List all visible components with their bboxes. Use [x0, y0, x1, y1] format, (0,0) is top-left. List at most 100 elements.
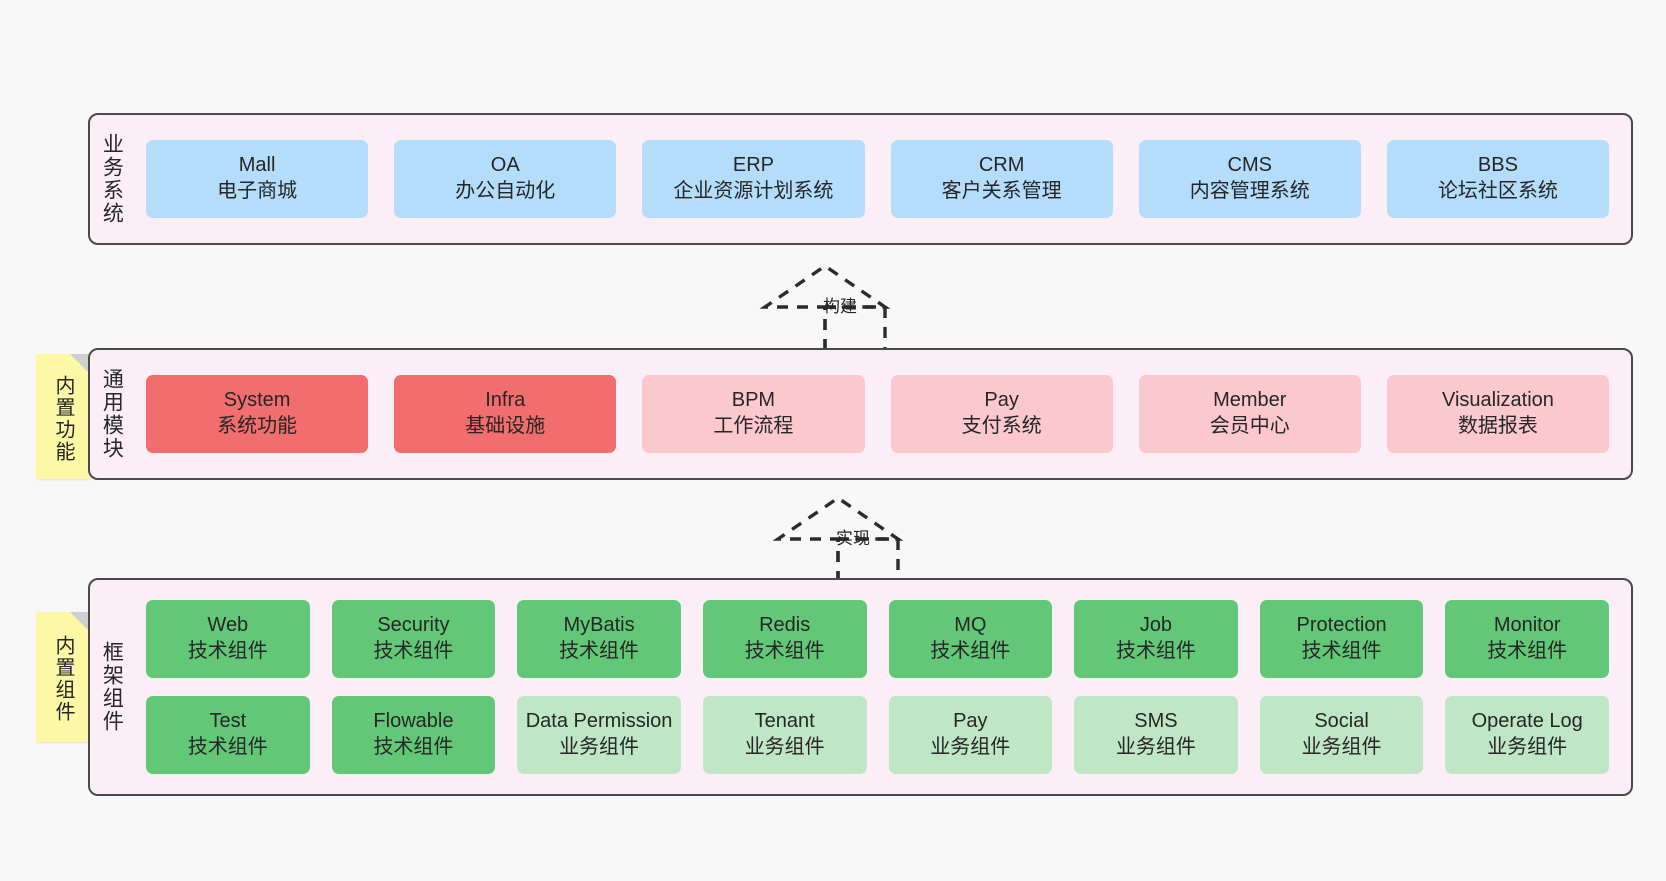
node-title: OA	[490, 154, 520, 177]
node-test[interactable]: Test 技术组件	[146, 696, 310, 774]
node-title: MQ	[954, 614, 987, 637]
layer-body-business-system: Mall 电子商城 OA 办公自动化 ERP 企业资源计划系统 CRM 客户关系…	[132, 115, 1631, 243]
node-title: Monitor	[1493, 614, 1561, 637]
node-subtitle: 业务组件	[1301, 736, 1382, 758]
layer-row: Mall 电子商城 OA 办公自动化 ERP 企业资源计划系统 CRM 客户关系…	[146, 140, 1610, 218]
note-label: 内置组件	[52, 635, 74, 723]
node-title: Protection	[1296, 614, 1387, 637]
node-subtitle: 技术组件	[373, 736, 454, 758]
node-protection[interactable]: Protection 技术组件	[1259, 600, 1424, 678]
layer-title-framework-component: 框架组件	[100, 641, 124, 733]
layer-title-common-module: 通用模块	[100, 368, 124, 460]
node-subtitle: 会员中心	[1209, 415, 1290, 437]
layer-body-framework-component: Web 技术组件 Security 技术组件 MyBatis 技术组件 Redi…	[132, 580, 1631, 794]
node-title: Infra	[485, 389, 526, 412]
node-web[interactable]: Web 技术组件	[146, 600, 310, 678]
node-subtitle: 工作流程	[713, 415, 794, 437]
connector-build-label: 构建	[823, 297, 857, 316]
node-subtitle: 业务组件	[744, 736, 825, 758]
node-title: Member	[1213, 389, 1287, 412]
node-title: Pay	[953, 710, 988, 733]
node-subtitle: 系统功能	[217, 415, 298, 437]
node-redis[interactable]: Redis 技术组件	[702, 600, 867, 678]
connector-implement-label: 实现	[836, 529, 870, 548]
node-title: CRM	[978, 154, 1025, 177]
layer-common-module: 通用模块 System 系统功能 Infra 基础设施 BPM 工作流程 Pay…	[88, 348, 1633, 480]
node-subtitle: 业务组件	[1115, 736, 1196, 758]
node-subtitle: 技术组件	[187, 640, 268, 662]
node-bpm[interactable]: BPM 工作流程	[642, 375, 865, 453]
node-infra[interactable]: Infra 基础设施	[394, 375, 617, 453]
layer-framework-component: 框架组件 Web 技术组件 Security 技术组件 MyBatis 技术组件…	[88, 578, 1633, 796]
node-title: ERP	[732, 154, 774, 177]
note-fold-icon	[70, 612, 90, 632]
note-builtin-feature: 内置功能	[36, 354, 90, 479]
layer-row: Test 技术组件 Flowable 技术组件 Data Permission …	[146, 696, 1609, 774]
note-label: 内置功能	[52, 374, 74, 463]
node-erp[interactable]: ERP 企业资源计划系统	[642, 140, 865, 218]
node-tenant[interactable]: Tenant 业务组件	[702, 696, 867, 774]
node-mybatis[interactable]: MyBatis 技术组件	[517, 600, 681, 678]
node-subtitle: 电子商城	[217, 180, 298, 202]
node-title: Test	[209, 710, 247, 733]
node-title: Security	[377, 614, 450, 637]
node-mall[interactable]: Mall 电子商城	[146, 140, 369, 218]
node-subtitle: 技术组件	[187, 736, 268, 758]
node-title: Social	[1314, 710, 1369, 733]
layer-business-system: 业务系统 Mall 电子商城 OA 办公自动化 ERP 企业资源计划系统 CRM…	[88, 113, 1633, 245]
node-subtitle: 技术组件	[373, 640, 454, 662]
node-title: CMS	[1227, 154, 1272, 177]
layer-title-business-system: 业务系统	[100, 133, 124, 225]
node-title: Web	[207, 614, 249, 637]
node-flowable[interactable]: Flowable 技术组件	[331, 696, 496, 774]
node-subtitle: 基础设施	[465, 415, 546, 437]
node-subtitle: 业务组件	[1487, 736, 1568, 758]
node-title: SMS	[1134, 710, 1178, 733]
node-bbs[interactable]: BBS 论坛社区系统	[1386, 140, 1610, 218]
node-title: Mall	[238, 154, 276, 177]
node-subtitle: 业务组件	[559, 736, 640, 758]
node-subtitle: 企业资源计划系统	[673, 180, 834, 202]
note-builtin-component: 内置组件	[36, 612, 90, 742]
node-oa[interactable]: OA 办公自动化	[394, 140, 617, 218]
node-subtitle: 技术组件	[930, 640, 1011, 662]
node-crm[interactable]: CRM 客户关系管理	[890, 140, 1113, 218]
node-title: System	[223, 389, 291, 412]
node-subtitle: 支付系统	[961, 415, 1042, 437]
node-mq[interactable]: MQ 技术组件	[888, 600, 1053, 678]
node-security[interactable]: Security 技术组件	[331, 600, 496, 678]
node-title: Job	[1139, 614, 1173, 637]
node-subtitle: 技术组件	[1115, 640, 1196, 662]
node-visualization[interactable]: Visualization 数据报表	[1386, 375, 1610, 453]
node-subtitle: 技术组件	[1487, 640, 1568, 662]
node-subtitle: 数据报表	[1457, 415, 1538, 437]
node-monitor[interactable]: Monitor 技术组件	[1445, 600, 1609, 678]
node-pay[interactable]: Pay 支付系统	[890, 375, 1113, 453]
node-title: Data Permission	[525, 710, 673, 733]
node-pay-biz[interactable]: Pay 业务组件	[888, 696, 1053, 774]
node-subtitle: 客户关系管理	[941, 180, 1062, 202]
node-title: BPM	[731, 389, 776, 412]
node-member[interactable]: Member 会员中心	[1138, 375, 1361, 453]
note-fold-icon	[70, 354, 90, 374]
node-data-permission[interactable]: Data Permission 业务组件	[517, 696, 681, 774]
node-subtitle: 内容管理系统	[1189, 180, 1310, 202]
layer-row: Web 技术组件 Security 技术组件 MyBatis 技术组件 Redi…	[146, 600, 1609, 678]
node-system[interactable]: System 系统功能	[146, 375, 369, 453]
layer-row: System 系统功能 Infra 基础设施 BPM 工作流程 Pay 支付系统…	[146, 375, 1610, 453]
node-subtitle: 业务组件	[930, 736, 1011, 758]
node-title: Visualization	[1441, 389, 1554, 412]
connector-implement: 实现	[768, 494, 928, 584]
node-subtitle: 技术组件	[1301, 640, 1382, 662]
node-title: MyBatis	[563, 614, 635, 637]
node-sms[interactable]: SMS 业务组件	[1074, 696, 1238, 774]
node-title: Pay	[984, 389, 1019, 412]
node-subtitle: 论坛社区系统	[1437, 180, 1558, 202]
node-cms[interactable]: CMS 内容管理系统	[1138, 140, 1361, 218]
node-title: Operate Log	[1471, 710, 1583, 733]
node-social[interactable]: Social 业务组件	[1259, 696, 1424, 774]
node-job[interactable]: Job 技术组件	[1074, 600, 1238, 678]
node-operate-log[interactable]: Operate Log 业务组件	[1445, 696, 1609, 774]
node-subtitle: 技术组件	[559, 640, 640, 662]
